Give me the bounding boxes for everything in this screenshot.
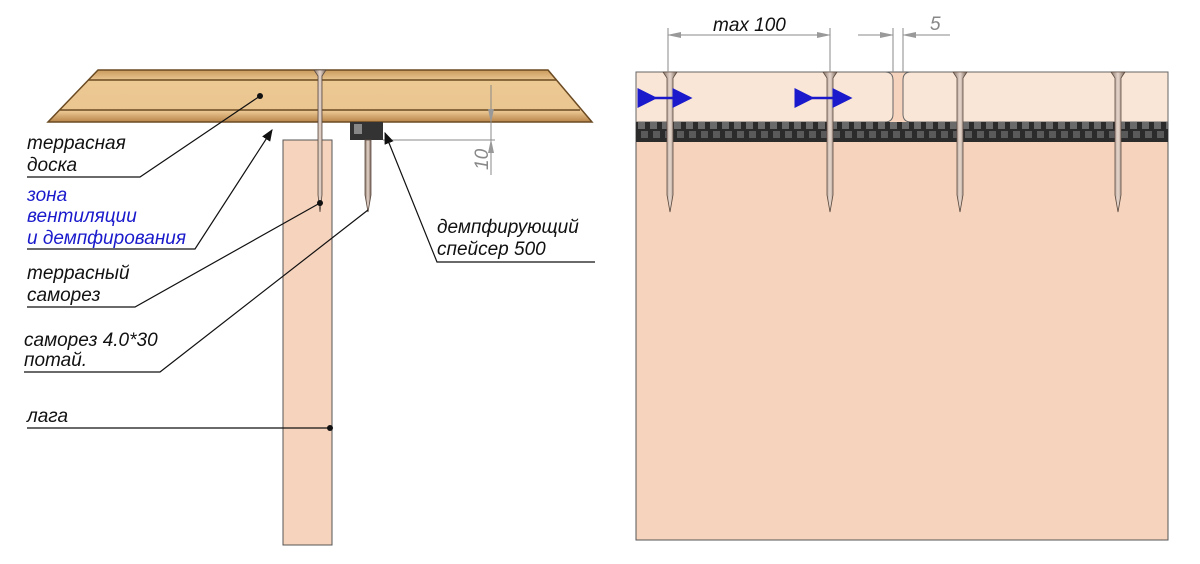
svg-text:спейсер 500: спейсер 500 [437,239,546,260]
svg-text:и демпфирования: и демпфирования [27,228,186,249]
dimension-label: 10 [472,148,493,170]
svg-text:террасная: террасная [27,133,126,154]
svg-text:саморез: саморез [27,285,101,306]
label-spacer: демпфирующий спейсер 500 [384,131,595,263]
dimension-label: 5 [930,14,941,35]
svg-text:саморез 4.0*30: саморез 4.0*30 [24,330,158,351]
svg-text:лага: лага [26,406,68,427]
dimension-label: max 100 [713,15,786,36]
label-deck-board: террасная доска [27,93,263,178]
joist-front [635,71,1169,541]
svg-text:зона: зона [26,185,67,206]
label-joist: лага [26,406,333,431]
joist [282,139,333,546]
left-section-view: 10 террасная доска зона вентиляции и дем… [24,69,595,546]
svg-text:демпфирующий: демпфирующий [437,217,579,238]
dimension-max-100: max 100 [667,15,831,72]
label-deck-screw: террасный саморез [27,200,323,308]
right-front-view: max 100 5 [635,14,1169,541]
svg-text:потай.: потай. [24,350,87,371]
label-ventilation-zone: зона вентиляции и демпфирования [26,128,273,250]
svg-text:доска: доска [27,155,77,176]
dimension-5: 5 [858,14,950,72]
damping-spacer-strip [636,122,1168,142]
countersunk-screw [364,139,372,213]
screw [952,71,968,213]
svg-text:вентиляции: вентиляции [27,206,137,227]
deck-board-right [902,71,1169,123]
svg-text:террасный: террасный [27,263,130,284]
dimension-10: 10 [383,85,495,175]
label-screw-spec: саморез 4.0*30 потай. [24,209,369,373]
screw [1110,71,1126,213]
